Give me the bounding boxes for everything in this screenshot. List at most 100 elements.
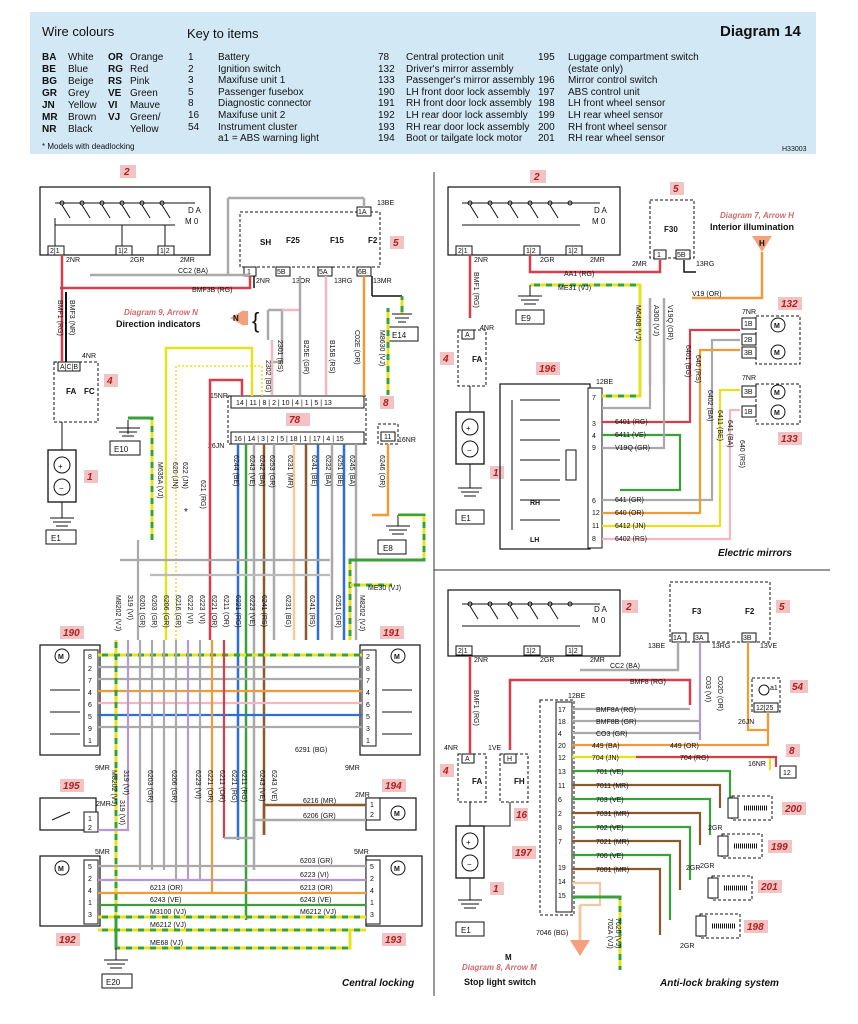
key-item-text: ABS control unit bbox=[568, 86, 640, 98]
svg-text:BMF1 (RG): BMF1 (RG) bbox=[472, 690, 479, 726]
svg-text:6402 (BA): 6402 (BA) bbox=[706, 390, 713, 422]
svg-text:6241 (BE): 6241 (BE) bbox=[310, 455, 317, 487]
wire-colour-name: Blue bbox=[68, 64, 89, 75]
svg-text:8: 8 bbox=[88, 654, 92, 661]
svg-text:6222 (VI): 6222 (VI) bbox=[186, 595, 193, 624]
svg-text:6203 (GR): 6203 (GR) bbox=[146, 770, 153, 803]
svg-text:1: 1 bbox=[370, 802, 374, 809]
svg-text:5MR: 5MR bbox=[95, 849, 110, 856]
svg-text:2MR: 2MR bbox=[355, 792, 370, 799]
svg-text:M: M bbox=[774, 410, 780, 417]
svg-text:196: 196 bbox=[539, 364, 556, 375]
svg-text:199: 199 bbox=[771, 842, 788, 853]
svg-text:V19Q (OR): V19Q (OR) bbox=[666, 305, 673, 340]
svg-text:19: 19 bbox=[558, 865, 566, 872]
key-item-text: RH front door lock assembly bbox=[406, 98, 532, 110]
svg-text:M: M bbox=[394, 811, 400, 818]
maxifuse-unit-cl: A|C|B FA FC bbox=[53, 361, 99, 423]
svg-text:9: 9 bbox=[592, 445, 596, 452]
wire-colour-code: RG bbox=[108, 64, 123, 75]
svg-text:E10: E10 bbox=[114, 445, 129, 454]
svg-text:8: 8 bbox=[383, 398, 389, 409]
boot-tailgate-lock-motor: 12 M bbox=[365, 797, 417, 831]
svg-text:622 (JN): 622 (JN) bbox=[181, 462, 188, 489]
svg-text:6213 (OR): 6213 (OR) bbox=[300, 885, 333, 892]
svg-text:4: 4 bbox=[106, 376, 113, 387]
svg-text:26JN: 26JN bbox=[738, 719, 754, 726]
key-item-number: 132 bbox=[378, 63, 395, 75]
key-item-number: 54 bbox=[188, 121, 200, 133]
svg-text:M6212 (VJ): M6212 (VJ) bbox=[150, 922, 186, 929]
svg-text:2GR: 2GR bbox=[540, 657, 554, 664]
svg-text:13RG: 13RG bbox=[712, 643, 730, 650]
svg-text:133: 133 bbox=[781, 434, 798, 445]
svg-text:1: 1 bbox=[493, 884, 499, 895]
wire-colour-name: Beige bbox=[68, 76, 94, 87]
svg-text:7: 7 bbox=[366, 678, 370, 685]
key-item-text: Diagnostic connector bbox=[218, 98, 312, 110]
svg-text:702 (VE): 702 (VE) bbox=[596, 825, 624, 832]
svg-text:5: 5 bbox=[88, 864, 92, 871]
svg-text:M8202 (VJ): M8202 (VJ) bbox=[114, 595, 121, 631]
svg-text:13RG: 13RG bbox=[334, 278, 352, 285]
svg-text:15NR: 15NR bbox=[210, 393, 228, 400]
svg-text:6401 (BG): 6401 (BG) bbox=[684, 345, 691, 377]
key-item-number: 133 bbox=[378, 75, 395, 87]
svg-text:13MR: 13MR bbox=[373, 278, 392, 285]
svg-text:ME30 (VJ): ME30 (VJ) bbox=[368, 585, 401, 592]
key-item-number: 195 bbox=[538, 52, 555, 63]
svg-text:2MR: 2MR bbox=[180, 257, 195, 264]
svg-text:1: 1 bbox=[88, 816, 92, 823]
svg-text:6221 (RG): 6221 (RG) bbox=[230, 770, 237, 803]
svg-text:6206 (GR): 6206 (GR) bbox=[170, 770, 177, 803]
wire-colour-name: Yellow bbox=[130, 124, 159, 135]
svg-text:4NR: 4NR bbox=[82, 353, 96, 360]
key-item-text: Battery bbox=[218, 52, 250, 63]
mirror-control-switch: RH LH 7 3 4 9 6 12 11 8 bbox=[499, 383, 603, 550]
svg-text:M: M bbox=[394, 866, 400, 873]
svg-text:2B: 2B bbox=[744, 337, 753, 344]
svg-text:6241 (RS): 6241 (RS) bbox=[260, 595, 267, 627]
key-item-number: 199 bbox=[538, 110, 555, 121]
wire-colour-code: VE bbox=[108, 88, 122, 99]
svg-text:6223 (VE): 6223 (VE) bbox=[248, 595, 255, 627]
svg-text:704 (RG): 704 (RG) bbox=[680, 755, 709, 762]
svg-text:6401 (RG): 6401 (RG) bbox=[615, 419, 648, 426]
svg-text:3B: 3B bbox=[744, 350, 753, 357]
svg-text:2GR: 2GR bbox=[680, 943, 694, 950]
svg-text:8: 8 bbox=[558, 825, 562, 832]
wire-colour-name: Pink bbox=[130, 76, 150, 87]
rh-rear-wheel-sensor bbox=[707, 875, 753, 901]
svg-text:H: H bbox=[507, 756, 512, 763]
svg-text:197: 197 bbox=[515, 848, 532, 859]
svg-text:2NR: 2NR bbox=[474, 657, 488, 664]
svg-text:6: 6 bbox=[558, 797, 562, 804]
key-item-text: Maxifuse unit 1 bbox=[218, 75, 286, 87]
svg-text:M8202 (VJ): M8202 (VJ) bbox=[110, 770, 117, 806]
diagram-title: Diagram 14 bbox=[720, 23, 801, 40]
svg-text:16 | 14 | 3 | 2 | 5 | 18 | 1 |: 16 | 14 | 3 | 2 | 5 | 18 | 1 | 17 | 4 | … bbox=[234, 436, 344, 443]
central-protection-unit: 14 | 11 | 8 | 2 | 10 | 4 | 1 | 5 | 13 16… bbox=[227, 395, 367, 445]
svg-text:449 (OR): 449 (OR) bbox=[670, 743, 699, 750]
svg-text:191: 191 bbox=[383, 628, 400, 639]
svg-text:4: 4 bbox=[558, 731, 562, 738]
svg-text:A: A bbox=[465, 756, 470, 763]
central-locking-title: Central locking bbox=[342, 978, 414, 989]
svg-text:7001 (MR): 7001 (MR) bbox=[596, 867, 629, 874]
svg-text:1|2: 1|2 bbox=[160, 248, 170, 255]
svg-text:9: 9 bbox=[88, 726, 92, 733]
key-item-text: LH rear door lock assembly bbox=[406, 110, 528, 121]
svg-text:1: 1 bbox=[657, 252, 661, 259]
wire-colour-code: GR bbox=[42, 88, 57, 99]
svg-text:6221 (OR): 6221 (OR) bbox=[210, 595, 217, 628]
svg-text:6203 (GR): 6203 (GR) bbox=[150, 595, 157, 628]
svg-text:7011 (MR): 7011 (MR) bbox=[596, 783, 629, 790]
svg-text:192: 192 bbox=[59, 935, 76, 946]
key-item-text: Luggage compartment switch bbox=[568, 52, 699, 63]
wire-colour-name: Red bbox=[130, 64, 149, 75]
svg-text:190: 190 bbox=[63, 628, 80, 639]
svg-text:−: − bbox=[59, 484, 64, 493]
svg-text:E9: E9 bbox=[521, 314, 531, 323]
svg-text:6244 (BE): 6244 (BE) bbox=[232, 455, 239, 487]
svg-text:M6212 (VJ): M6212 (VJ) bbox=[300, 909, 336, 916]
